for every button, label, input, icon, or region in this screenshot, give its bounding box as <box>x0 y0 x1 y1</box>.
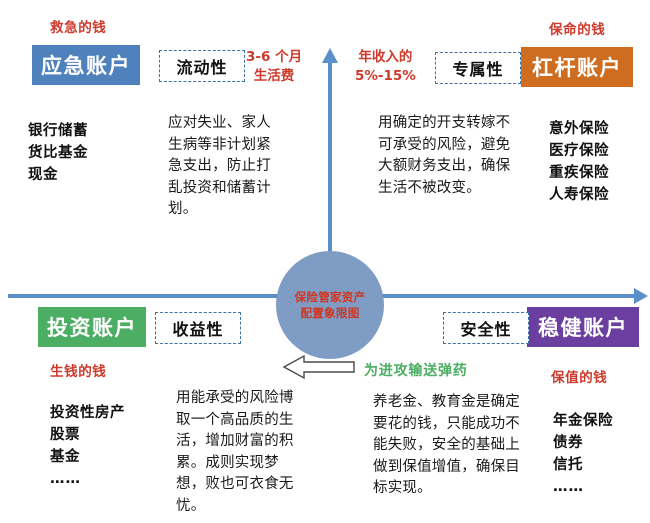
account-box-leverage[interactable]: 杠杆账户 <box>521 47 633 87</box>
list-item: 货比基金 <box>28 145 88 161</box>
attribute-box-return[interactable]: 收益性 <box>155 312 241 344</box>
center-title-line1: 保险管家资产 <box>294 290 366 304</box>
quadrant-caption-steady: 保值的钱 <box>551 370 608 386</box>
list-item: 现金 <box>28 167 58 183</box>
list-item: 年金保险 <box>553 413 613 429</box>
list-item: 医疗保险 <box>549 143 609 159</box>
list-item: 股票 <box>50 427 80 443</box>
list-item: 人寿保险 <box>549 187 609 203</box>
quadrant-caption-emergency: 救急的钱 <box>50 20 107 36</box>
list-item: …… <box>553 479 584 495</box>
horizontal-axis-arrowhead <box>634 288 648 304</box>
center-title-line2: 配置象限图 <box>300 306 360 320</box>
account-box-steady[interactable]: 稳健账户 <box>527 307 639 347</box>
description-emergency: 应对失业、家人生病等非计划紧急支出，防止打乱投资和储蓄计划。 <box>168 115 271 217</box>
description-leverage: 用确定的开支转嫁不可承受的风险，避免大额财务支出，确保生活不被改变。 <box>378 115 511 196</box>
list-item: 重疾保险 <box>549 165 609 181</box>
list-item: 基金 <box>50 449 80 465</box>
center-circle: 保险管家资产 配置象限图 <box>276 251 384 359</box>
account-box-investment[interactable]: 投资账户 <box>38 307 146 347</box>
list-item: 投资性房产 <box>50 405 125 421</box>
account-box-emergency[interactable]: 应急账户 <box>32 45 140 85</box>
list-item: …… <box>50 471 81 487</box>
list-item: 银行储蓄 <box>28 123 88 139</box>
amount-note-emergency-line1: 3-6 个月 <box>246 49 303 65</box>
attribute-box-safety[interactable]: 安全性 <box>443 312 529 344</box>
quadrant-caption-leverage: 保命的钱 <box>549 22 606 38</box>
attribute-box-liquidity[interactable]: 流动性 <box>159 50 245 82</box>
supply-arrow <box>282 354 356 380</box>
supply-note-steady: 为进攻输送弹药 <box>364 363 468 379</box>
vertical-axis <box>328 62 332 292</box>
amount-note-leverage-line2: 5%-15% <box>355 68 416 84</box>
list-item: 意外保险 <box>549 121 609 137</box>
description-steady: 养老金、教育金是确定要花的钱，只能成功不能失败，安全的基础上做到保值增值，确保目… <box>373 394 520 496</box>
amount-note-leverage-line1: 年收入的 <box>358 49 413 65</box>
description-investment: 用能承受的风险博取一个高品质的生活，增加财富的积累。成则实现梦想，败也可衣食无忧… <box>176 390 294 514</box>
attribute-box-exclusivity[interactable]: 专属性 <box>435 52 521 84</box>
list-item: 债券 <box>553 435 583 451</box>
quadrant-caption-investment: 生钱的钱 <box>50 364 107 380</box>
amount-note-emergency-line2: 生活费 <box>253 68 295 84</box>
list-item: 信托 <box>553 457 583 473</box>
vertical-axis-arrowhead <box>322 48 338 63</box>
